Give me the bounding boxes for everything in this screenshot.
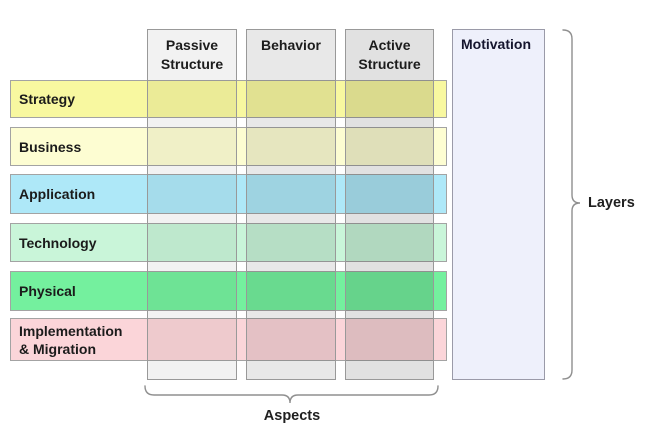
layer-row-technology: Technology <box>10 223 447 262</box>
layer-label-implementation-migration: Implementation & Migration <box>19 322 123 357</box>
layer-label-business: Business <box>19 138 82 155</box>
aspect-column-behavior: Behavior <box>246 29 336 380</box>
layer-row-strategy: Strategy <box>10 80 447 118</box>
aspect-column-active-structure: Active Structure <box>345 29 434 380</box>
layers-brace <box>562 29 581 380</box>
layer-label-application: Application <box>19 186 96 202</box>
aspect-header-active-structure: Active Structure <box>358 37 421 72</box>
layers-bracket-label: Layers <box>588 195 635 211</box>
layer-row-business: Business <box>10 127 447 166</box>
layer-label-physical: Physical <box>19 283 76 299</box>
aspects-brace <box>144 385 439 404</box>
aspect-header-passive-structure: Passive Structure <box>160 37 224 72</box>
motivation-header: Motivation <box>461 36 531 52</box>
layer-label-strategy: Strategy <box>19 91 76 107</box>
aspects-bracket-label: Aspects <box>263 408 321 424</box>
layer-row-physical: Physical <box>10 271 447 311</box>
layer-label-technology: Technology <box>19 234 97 251</box>
aspect-column-passive-structure: Passive Structure <box>147 29 237 380</box>
aspect-header-behavior: Behavior <box>261 37 321 53</box>
layer-row-implementation-migration: Implementation & Migration <box>10 318 447 361</box>
motivation-column: Motivation <box>452 29 545 380</box>
layer-row-application: Application <box>10 174 447 214</box>
